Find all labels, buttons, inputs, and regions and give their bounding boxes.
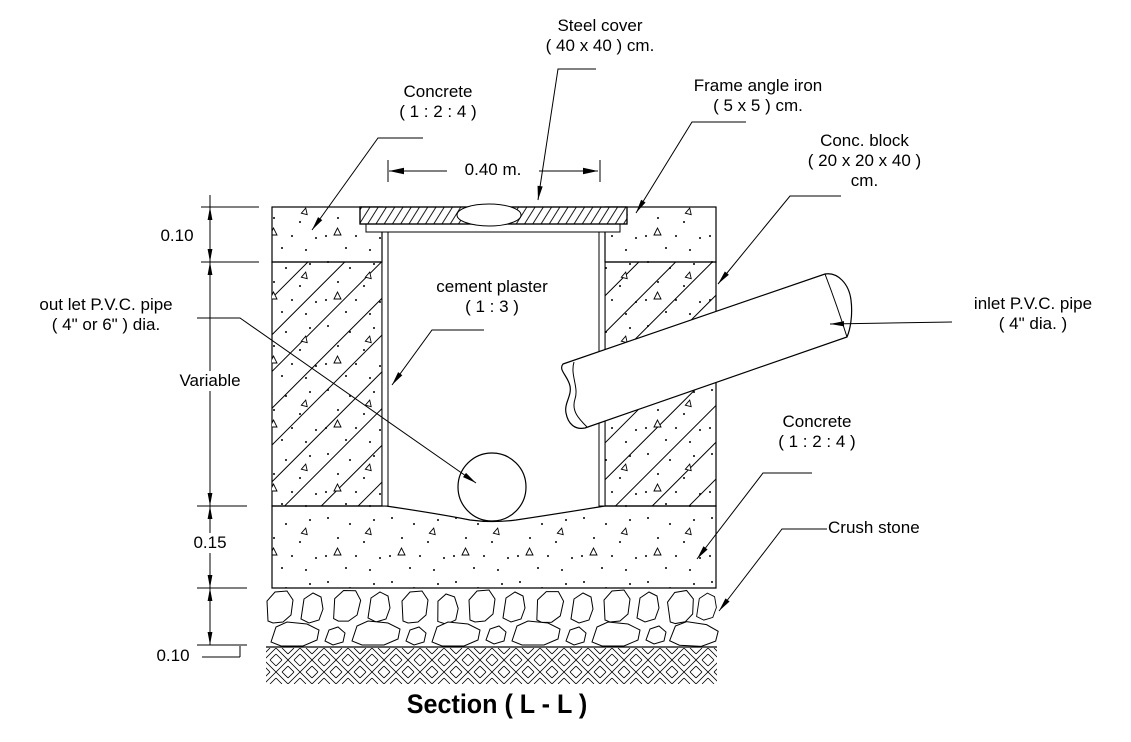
- dim-cover-width: 0.40 m.: [447, 160, 539, 180]
- label-concrete-base-line2: ( 1 : 2 : 4 ): [778, 432, 856, 451]
- label-concrete-base-line1: Concrete: [782, 412, 852, 431]
- leader-cement-plaster: [391, 329, 484, 386]
- leader-conc-block: [717, 195, 841, 285]
- label-conc-block: Conc. block ( 20 x 20 x 40 ) cm.: [792, 131, 937, 191]
- label-concrete-base: Concrete ( 1 : 2 : 4 ): [760, 412, 874, 452]
- label-concrete-top: Concrete ( 1 : 2 : 4 ): [380, 82, 496, 122]
- dim-crush-thickness: 0.10: [144, 646, 202, 666]
- dim-top-slab-thickness: 0.10: [148, 226, 206, 246]
- label-conc-block-line3: cm.: [850, 171, 879, 190]
- label-steel-cover-line1: Steel cover: [557, 16, 643, 35]
- label-cement-plaster-line2: ( 1 : 3 ): [465, 297, 519, 316]
- label-crush-stone-line1: Crush stone: [828, 518, 920, 537]
- label-cement-plaster: cement plaster ( 1 : 3 ): [420, 277, 564, 317]
- leader-outlet-pipe: [197, 317, 477, 484]
- label-concrete-top-line1: Concrete: [403, 82, 473, 101]
- label-frame-angle-iron: Frame angle iron ( 5 x 5 ) cm.: [672, 76, 844, 116]
- leader-frame-angle: [635, 121, 746, 214]
- label-steel-cover: Steel cover ( 40 x 40 ) cm.: [520, 16, 680, 56]
- dim-base-thickness: 0.15: [180, 533, 240, 553]
- leader-concrete-base: [696, 472, 812, 560]
- plaster-strip-left: [381, 230, 389, 507]
- label-frame-angle-line2: ( 5 x 5 ) cm.: [713, 96, 803, 115]
- label-frame-angle-line1: Frame angle iron: [693, 76, 823, 95]
- leader-steel-cover: [537, 68, 596, 201]
- label-conc-block-line2: ( 20 x 20 x 40 ): [807, 151, 922, 170]
- drawing-title: Section ( L - L ): [406, 689, 588, 719]
- crush-stone-layer: [266, 588, 720, 648]
- label-inlet-pipe-line2: ( 4" dia. ): [998, 314, 1068, 333]
- cover-handle: [456, 203, 522, 227]
- dimension-arrowheads: [207, 207, 213, 645]
- label-outlet-pipe: out let P.V.C. pipe ( 4" or 6" ) dia.: [12, 295, 200, 335]
- leader-concrete-top: [311, 137, 423, 231]
- steel-cover-shape: [359, 203, 628, 233]
- label-conc-block-line1: Conc. block: [820, 131, 909, 150]
- leader-lines: [197, 68, 953, 612]
- label-outlet-pipe-line2: ( 4" or 6" ) dia.: [51, 315, 161, 334]
- label-steel-cover-line2: ( 40 x 40 ) cm.: [545, 36, 655, 55]
- ground-layer: [266, 646, 717, 684]
- label-inlet-pipe: inlet P.V.C. pipe ( 4" dia. ): [948, 294, 1118, 334]
- label-outlet-pipe-line1: out let P.V.C. pipe: [39, 295, 173, 314]
- dim-wall-height-variable: Variable: [164, 371, 256, 391]
- label-crush-stone: Crush stone: [828, 518, 958, 538]
- dimension-lines: [197, 160, 601, 658]
- label-cement-plaster-line1: cement plaster: [436, 277, 548, 296]
- inlet-pipe-shape: [561, 273, 853, 429]
- leader-crush-stone: [718, 528, 827, 612]
- left-wall: [271, 261, 383, 507]
- outlet-pipe-circle: [457, 452, 527, 522]
- label-concrete-top-line2: ( 1 : 2 : 4 ): [399, 102, 477, 121]
- label-inlet-pipe-line1: inlet P.V.C. pipe: [973, 294, 1093, 313]
- base-slab: [271, 505, 717, 589]
- leader-inlet-pipe: [829, 321, 953, 327]
